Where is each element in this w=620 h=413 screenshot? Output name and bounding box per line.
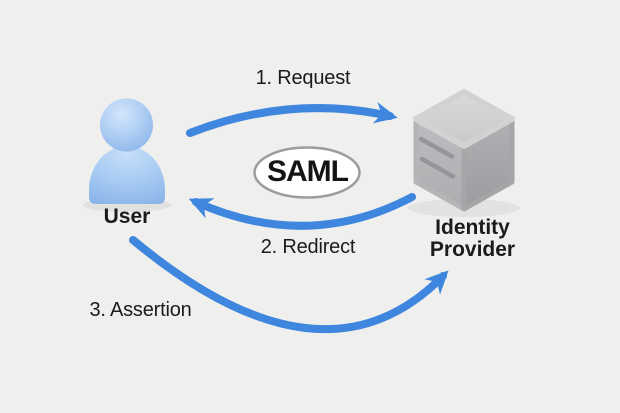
step-3-assertion-label: 3. Assertion [89, 299, 192, 321]
saml-badge-label: SAML [267, 155, 349, 188]
user-node-label: User [103, 205, 151, 228]
server-slats-icon [418, 136, 456, 179]
identity-provider-node-label: Identity Provider [429, 216, 516, 261]
user-icon [83, 98, 171, 212]
request-arrow [186, 102, 398, 137]
step-2-redirect-label: 2. Redirect [260, 236, 356, 258]
redirect-arrow [188, 193, 416, 230]
identity-provider-icon [408, 89, 520, 217]
assertion-arrow [129, 236, 449, 334]
saml-oval-badge [253, 146, 361, 199]
step-1-request-label: 1. Request [255, 67, 351, 89]
